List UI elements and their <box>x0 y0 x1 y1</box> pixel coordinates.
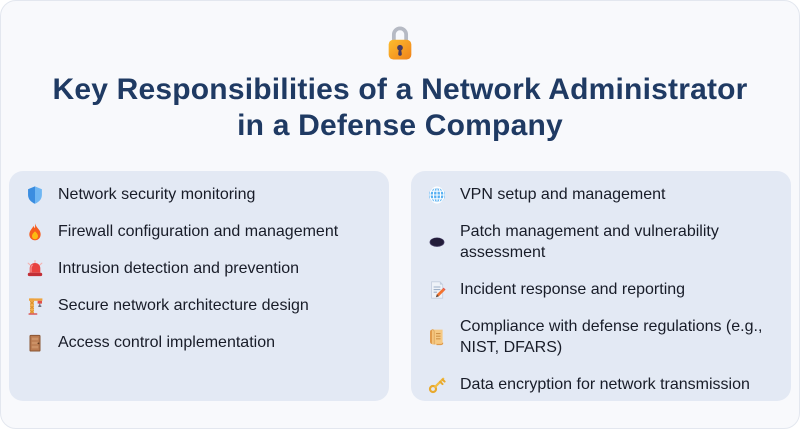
page-title-line2: in a Defense Company <box>237 109 563 142</box>
siren-icon <box>25 259 45 279</box>
right-card: VPN setup and management Patch managemen… <box>411 171 791 401</box>
item-label: Network security monitoring <box>58 186 256 203</box>
scroll-icon <box>427 327 447 347</box>
item-label: VPN setup and management <box>460 186 666 203</box>
list-item: Firewall configuration and management <box>25 221 373 242</box>
door-icon <box>25 333 45 353</box>
item-label: Incident response and reporting <box>460 281 686 298</box>
lock-icon <box>383 23 417 63</box>
list-item: Incident response and reporting <box>427 279 775 300</box>
shield-icon <box>25 185 45 205</box>
key-icon <box>427 375 447 395</box>
list-item: Data encryption for network transmission <box>427 374 775 395</box>
page-title-line1: Key Responsibilities of a Network Admini… <box>52 73 748 106</box>
list-item: Secure network architecture design <box>25 295 373 316</box>
item-label: Access control implementation <box>58 334 275 351</box>
fire-icon <box>25 222 45 242</box>
crane-icon <box>25 296 45 316</box>
item-label: Data encryption for network transmission <box>460 376 750 393</box>
item-label: Intrusion detection and prevention <box>58 260 300 277</box>
list-item: Compliance with defense regulations (e.g… <box>427 316 775 358</box>
list-item: Access control implementation <box>25 332 373 353</box>
item-label: Patch management and vulnerability asses… <box>460 223 719 261</box>
page-header: Key Responsibilities of a Network Admini… <box>1 1 799 144</box>
hole-icon <box>427 232 447 252</box>
item-label: Secure network architecture design <box>58 297 309 314</box>
list-item: Patch management and vulnerability asses… <box>427 221 775 263</box>
page-title: Key Responsibilities of a Network Admini… <box>1 72 799 144</box>
globe-icon <box>427 185 447 205</box>
list-item: VPN setup and management <box>427 184 775 205</box>
cards-container: Network security monitoring Firewall con… <box>9 171 791 401</box>
list-item: Intrusion detection and prevention <box>25 258 373 279</box>
memo-icon <box>427 280 447 300</box>
item-label: Firewall configuration and management <box>58 223 339 240</box>
list-item: Network security monitoring <box>25 184 373 205</box>
item-label: Compliance with defense regulations (e.g… <box>460 318 763 356</box>
left-card: Network security monitoring Firewall con… <box>9 171 389 401</box>
